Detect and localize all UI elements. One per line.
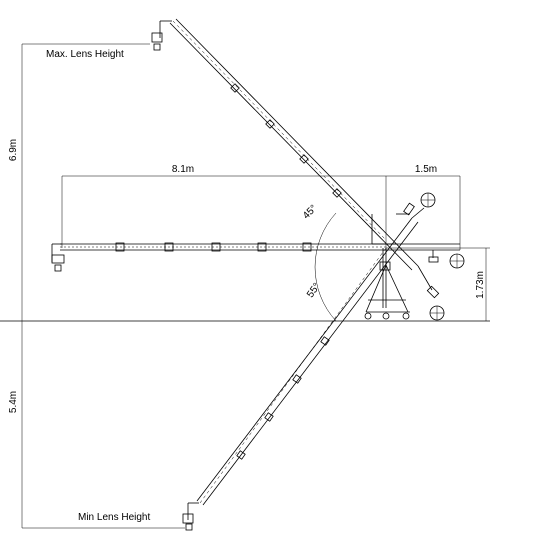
front-reach-dimension: 8.1m xyxy=(61,164,387,248)
max-height-label: 6.9m xyxy=(8,139,19,161)
angle-arc: 45° 55° xyxy=(301,203,337,322)
back-reach-label: 1.5m xyxy=(415,164,437,175)
downward-boom xyxy=(196,192,436,506)
front-reach-label: 8.1m xyxy=(172,164,194,175)
height-dimension: 6.9m xyxy=(8,43,150,321)
tripod-base-icon xyxy=(364,213,410,320)
camera-head-top-icon xyxy=(151,20,172,51)
min-depth-label: 5.4m xyxy=(8,391,19,413)
camera-head-bottom-icon xyxy=(182,502,199,531)
horizontal-boom xyxy=(60,242,465,269)
back-reach-dimension: 1.5m xyxy=(386,164,461,250)
max-lens-height-label: Max. Lens Height xyxy=(46,49,124,60)
camera-head-mid-icon xyxy=(51,243,65,272)
pivot-height-label: 1.73m xyxy=(475,271,486,299)
upward-boom xyxy=(169,18,445,321)
pivot-height-dimension: 1.73m xyxy=(386,247,490,321)
depth-dimension: 5.4m xyxy=(8,321,185,529)
angle-up-label: 45° xyxy=(301,203,319,221)
min-lens-height-label: Min Lens Height xyxy=(78,512,150,523)
angle-down-label: 55° xyxy=(305,281,323,300)
